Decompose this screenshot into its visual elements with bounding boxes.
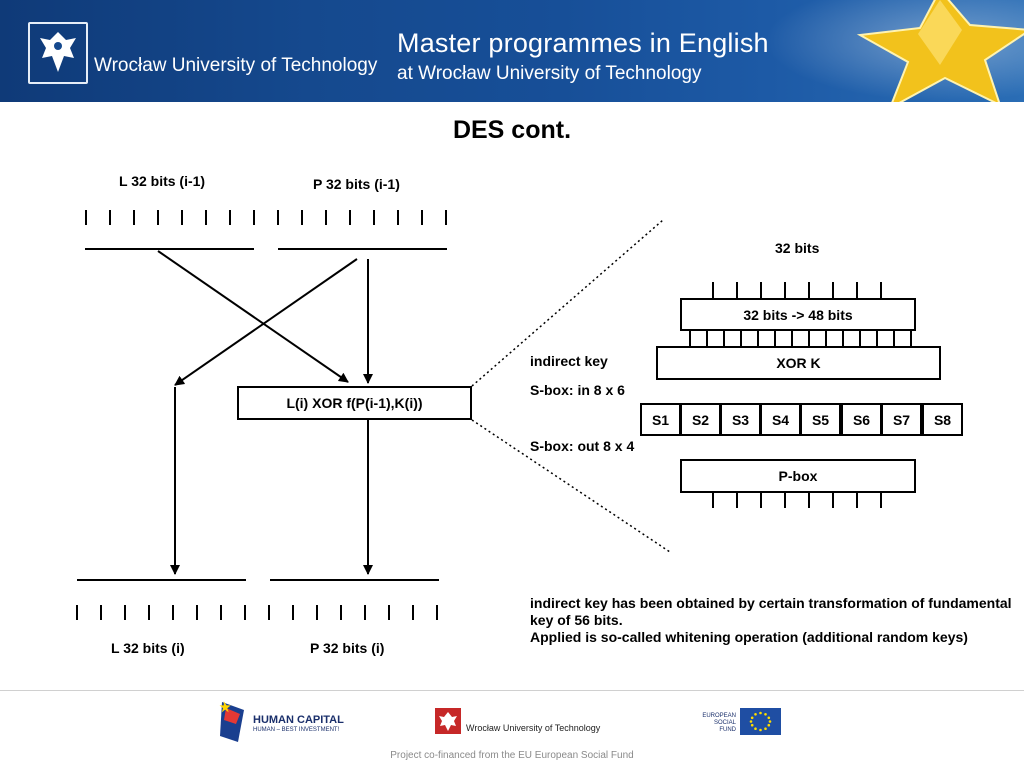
- sbox-s4: S4: [760, 403, 801, 436]
- pbox-output-ticks: [712, 492, 882, 508]
- sbox-s8: S8: [922, 403, 963, 436]
- human-capital-logo-icon: [219, 701, 244, 742]
- indirect-key-label: indirect key: [530, 353, 608, 369]
- label-l-prev: L 32 bits (i-1): [119, 173, 206, 189]
- programme-title: Master programmes in English: [397, 28, 769, 58]
- bottom-bit-ticks: [76, 605, 438, 620]
- l-to-xor-arrow: [157, 250, 349, 383]
- top-bit-ticks: [85, 210, 447, 225]
- label-l-next: L 32 bits (i): [111, 640, 185, 656]
- sbox-out-label: S-box: out 8 x 4: [530, 438, 635, 454]
- wut-footer-text: Wrocław University of Technology: [466, 723, 601, 733]
- xor-k-box: XOR K: [656, 346, 941, 380]
- p-to-l-arrow: [174, 258, 358, 386]
- round-function-box: L(i) XOR f(P(i-1),K(i)): [237, 386, 472, 420]
- footer-divider: [0, 690, 1024, 691]
- programme-subtitle: at Wrocław University of Technology: [397, 63, 702, 84]
- human-capital-subtext: HUMAN – BEST INVESTMENT!: [253, 727, 340, 733]
- cofinanced-notice: Project co-financed from the EU European…: [390, 750, 634, 761]
- label-p-prev: P 32 bits (i-1): [313, 176, 400, 192]
- sbox-s6: S6: [841, 403, 882, 436]
- header-banner: Wrocław University of Technology Master …: [0, 0, 1024, 102]
- eagle-crest-icon: [28, 22, 88, 84]
- esf-text: EUROPEAN SOCIAL FUND: [702, 713, 736, 733]
- sbox-s2: S2: [680, 403, 721, 436]
- note-line-2: Applied is so-called whitening operation…: [530, 629, 968, 645]
- zoom-line-top: [471, 219, 664, 387]
- sbox-s3: S3: [720, 403, 761, 436]
- note-line-1: indirect key has been obtained by certai…: [530, 595, 1012, 628]
- university-name: Wrocław University of Technology: [94, 55, 378, 76]
- star-icon: [856, 0, 1024, 102]
- expansion-box: 32 bits -> 48 bits: [680, 298, 916, 331]
- sbox-s7: S7: [881, 403, 922, 436]
- human-capital-text: HUMAN CAPITAL: [253, 714, 344, 726]
- explanation-note: indirect key has been obtained by certai…: [530, 595, 1015, 646]
- label-p-next: P 32 bits (i): [310, 640, 385, 656]
- eu-flag-icon: [740, 708, 781, 735]
- expansion-output-ticks: [689, 330, 912, 347]
- f-input-ticks: [712, 282, 882, 298]
- sbox-s5: S5: [800, 403, 841, 436]
- f-input-label: 32 bits: [775, 240, 820, 256]
- wut-crest-icon: [435, 708, 461, 734]
- sbox-s1: S1: [640, 403, 681, 436]
- slide-title: DES cont.: [452, 116, 572, 144]
- sbox-in-label: S-box: in 8 x 6: [530, 382, 625, 398]
- pbox: P-box: [680, 459, 916, 493]
